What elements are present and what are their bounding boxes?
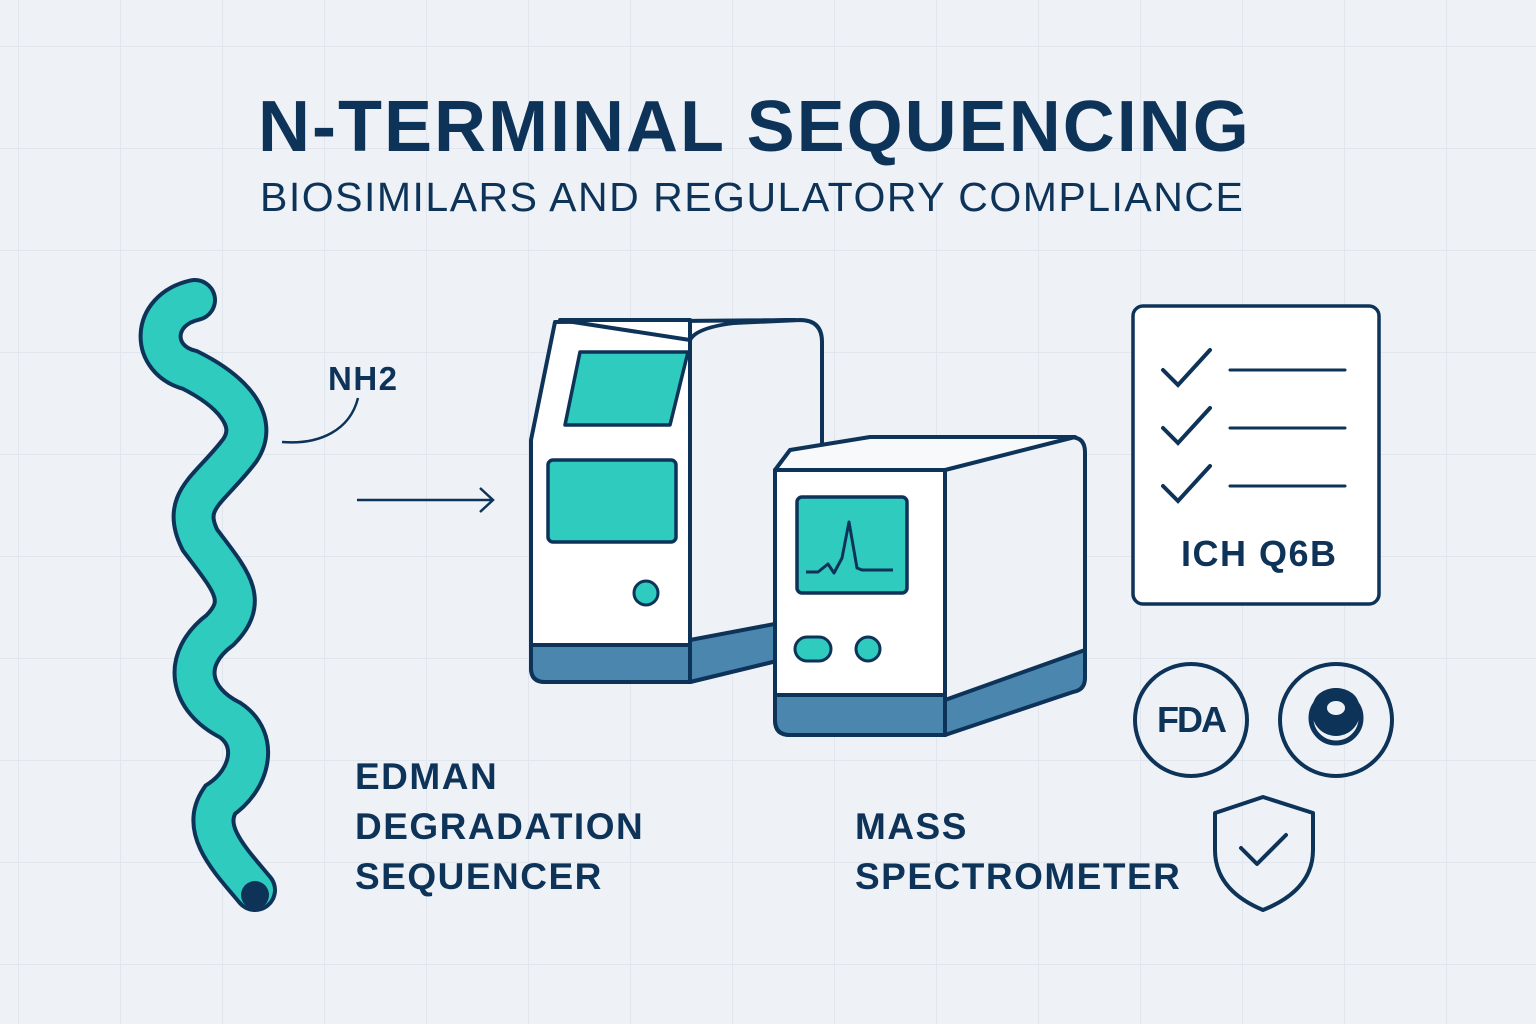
page-title: N-TERMINAL SEQUENCING [258, 87, 1251, 167]
edman-label-line1: EDMAN [355, 756, 499, 797]
arrow-icon [357, 487, 495, 513]
mass-spec-label-line2: SPECTROMETER [855, 856, 1182, 897]
shield-check-icon [1213, 795, 1315, 912]
checklist-icon [1131, 304, 1381, 606]
edman-label-line2: DEGRADATION [355, 806, 645, 847]
protein-chain-icon [138, 278, 277, 912]
ich-q6b-label: ICH Q6B [1181, 533, 1338, 574]
fda-seal-icon [1133, 662, 1249, 778]
mass-spec-label: MASS SPECTROMETER [855, 802, 1181, 902]
fda-label: FDA [1157, 699, 1227, 740]
page-subtitle: BIOSIMILARS AND REGULATORY COMPLIANCE [260, 174, 1245, 220]
spectrum-peak-line [806, 520, 893, 575]
mass-spec-label-line1: MASS [855, 806, 968, 847]
nh2-label: NH2 [328, 360, 399, 397]
nh2-pointer-line [281, 397, 360, 444]
mass-spectrometer-icon [773, 435, 1087, 737]
edman-label: EDMAN DEGRADATION SEQUENCER [355, 752, 644, 902]
eye-seal-icon [1278, 662, 1394, 778]
edman-label-line3: SEQUENCER [355, 856, 603, 897]
